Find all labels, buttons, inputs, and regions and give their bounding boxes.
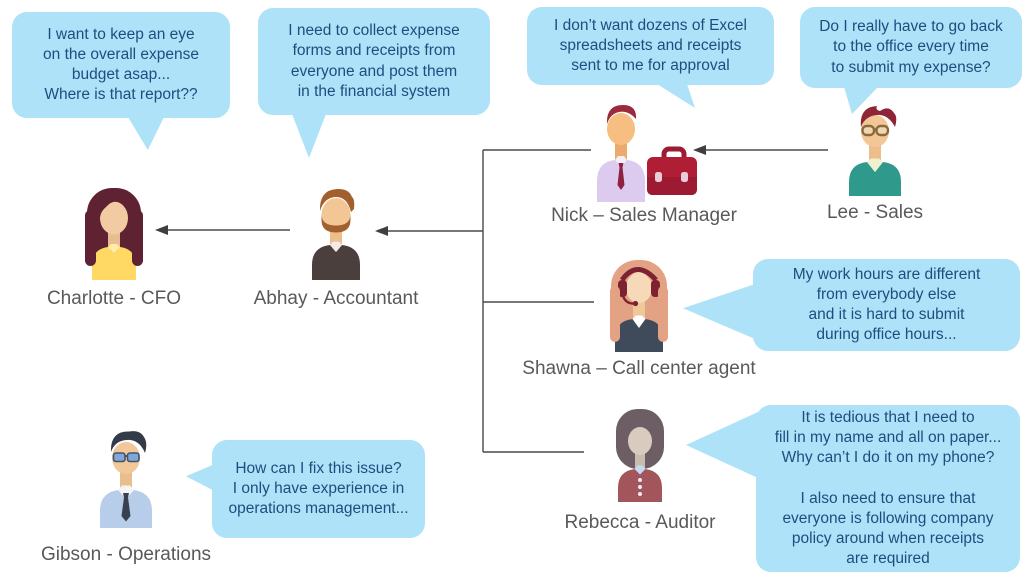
avatar-rebecca-icon xyxy=(616,409,664,502)
bubble-tail-charlotte xyxy=(128,117,164,150)
persona-nick: Nick – Sales Manager xyxy=(538,100,750,227)
avatar-gibson-icon xyxy=(100,431,152,528)
avatar-abhay-icon xyxy=(312,188,360,280)
bubble-tail-abhay xyxy=(292,114,326,158)
persona-label-lee: Lee - Sales xyxy=(826,202,924,223)
persona-gibson: Gibson - Operations xyxy=(26,428,226,566)
speech-bubble-shawna: My work hours are different from everybo… xyxy=(753,259,1020,351)
avatar-lee-icon xyxy=(849,106,901,196)
speech-text-shawna: My work hours are different from everybo… xyxy=(792,265,981,344)
persona-label-shawna: Shawna – Call center agent xyxy=(522,358,756,379)
persona-lee: Lee - Sales xyxy=(802,102,948,224)
persona-shawna: Shawna – Call center agent xyxy=(522,256,756,380)
persona-rebecca: Rebecca - Auditor xyxy=(548,404,732,534)
sunglasses-icon xyxy=(112,452,140,463)
speech-text-charlotte: I want to keep an eye on the overall exp… xyxy=(43,25,199,104)
speech-text-abhay: I need to collect expense forms and rece… xyxy=(288,22,460,100)
speech-bubble-abhay: I need to collect expense forms and rece… xyxy=(258,8,490,115)
speech-bubble-gibson: How can I fix this issue? I only have ex… xyxy=(212,440,425,538)
persona-label-rebecca: Rebecca - Auditor xyxy=(564,512,716,533)
speech-text-lee: Do I really have to go back to the offic… xyxy=(819,18,1003,76)
persona-label-abhay: Abhay - Accountant xyxy=(253,288,419,309)
speech-text-gibson: How can I fix this issue? I only have ex… xyxy=(228,459,409,518)
avatar-nick-icon xyxy=(597,105,697,202)
avatar-shawna-icon xyxy=(610,260,668,352)
persona-label-charlotte: Charlotte - CFO xyxy=(46,288,182,309)
persona-label-nick: Nick – Sales Manager xyxy=(551,205,737,226)
headset-icon xyxy=(618,267,660,307)
speech-text-nick: I don’t want dozens of Excel spreadsheet… xyxy=(553,16,747,75)
persona-label-gibson: Gibson - Operations xyxy=(40,544,212,565)
avatar-charlotte-icon xyxy=(85,188,143,280)
speech-bubble-nick: I don’t want dozens of Excel spreadsheet… xyxy=(527,7,774,85)
speech-text-rebecca: It is tedious that I need to fill in my … xyxy=(774,408,1002,567)
persona-abhay: Abhay - Accountant xyxy=(250,184,422,310)
speech-bubble-lee: Do I really have to go back to the offic… xyxy=(800,7,1022,88)
glasses-icon xyxy=(861,124,890,137)
persona-charlotte: Charlotte - CFO xyxy=(28,186,200,310)
speech-bubble-rebecca: It is tedious that I need to fill in my … xyxy=(756,405,1020,572)
briefcase-icon xyxy=(647,146,697,195)
speech-bubble-charlotte: I want to keep an eye on the overall exp… xyxy=(12,12,230,118)
